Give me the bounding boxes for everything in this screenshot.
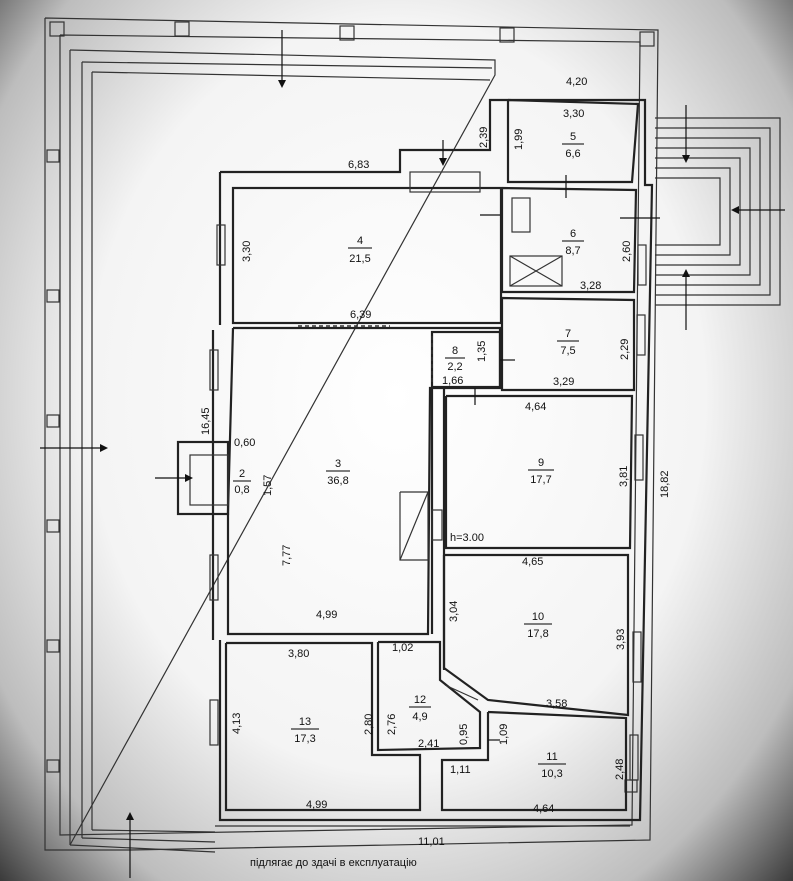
dim-18-82: 18,82 bbox=[659, 470, 671, 498]
dim-4-64-top: 4,64 bbox=[525, 401, 546, 413]
dim-2-41: 2,41 bbox=[418, 738, 439, 750]
room-10-number: 10 bbox=[532, 611, 544, 623]
room-8-number: 8 bbox=[452, 345, 458, 357]
room-3-area: 36,8 bbox=[327, 475, 348, 487]
room-12-number: 12 bbox=[414, 694, 426, 706]
room-13-area: 17,3 bbox=[294, 733, 315, 745]
room-13-number: 13 bbox=[299, 716, 311, 728]
room-labels: 4 21,5 5 6,6 6 8,7 7 7,5 8 2,2 3 36,8 2 … bbox=[233, 131, 584, 780]
windows bbox=[209, 171, 647, 781]
dim-4-64-bottom: 4,64 bbox=[533, 803, 554, 815]
dim-3-29: 3,29 bbox=[553, 376, 574, 388]
dim-16-45: 16,45 bbox=[200, 407, 212, 435]
dim-2-29: 2,29 bbox=[619, 339, 631, 360]
dim-4-20: 4,20 bbox=[566, 76, 587, 88]
dim-1-11: 1,11 bbox=[450, 764, 471, 776]
building-walls bbox=[176, 98, 654, 822]
dim-4-65: 4,65 bbox=[522, 556, 543, 568]
dim-3-58: 3,58 bbox=[546, 698, 567, 710]
room-7-number: 7 bbox=[565, 328, 571, 340]
room-12-area: 4,9 bbox=[412, 711, 427, 723]
room-10-area: 17,8 bbox=[527, 628, 548, 640]
dim-6-39: 6,39 bbox=[350, 309, 371, 321]
dim-7-77: 7,77 bbox=[281, 545, 293, 566]
dim-3-80: 3,80 bbox=[288, 648, 309, 660]
dim-3-93: 3,93 bbox=[615, 629, 627, 650]
caption: підлягає до здачі в експлуатацію bbox=[250, 857, 417, 869]
room-7-area: 7,5 bbox=[560, 345, 575, 357]
room-11-number: 11 bbox=[546, 751, 557, 763]
dim-height: h=3.00 bbox=[450, 532, 484, 544]
dim-1-09: 1,09 bbox=[498, 724, 510, 745]
dim-11-01: 11,01 bbox=[418, 836, 445, 848]
dim-4-99-mid: 4,99 bbox=[316, 609, 337, 621]
dim-1-02: 1,02 bbox=[392, 642, 413, 654]
room-6-area: 8,7 bbox=[565, 245, 580, 257]
dim-4-99-bottom: 4,99 bbox=[306, 799, 327, 811]
dim-6-83: 6,83 bbox=[348, 159, 369, 171]
room-3-number: 3 bbox=[335, 458, 341, 470]
dim-3-04: 3,04 bbox=[448, 601, 460, 622]
room-8-area: 2,2 bbox=[447, 361, 462, 373]
dim-1-66: 1,66 bbox=[442, 375, 463, 387]
dim-3-30-left: 3,30 bbox=[241, 241, 253, 262]
dim-0-60: 0,60 bbox=[234, 437, 255, 449]
room-5-area: 6,6 bbox=[565, 148, 580, 160]
dimension-labels: 4,20 3,30 2,39 1,99 6,83 3,30 2,60 3,28 … bbox=[200, 76, 671, 848]
dim-1-99: 1,99 bbox=[513, 129, 525, 150]
dim-1-57: 1,57 bbox=[262, 475, 274, 496]
entrance-arrows bbox=[40, 30, 785, 878]
fixtures bbox=[399, 197, 563, 701]
dim-2-76: 2,76 bbox=[386, 714, 398, 735]
dim-0-95: 0,95 bbox=[458, 724, 470, 745]
dim-3-81: 3,81 bbox=[618, 466, 630, 487]
room-5-number: 5 bbox=[570, 131, 576, 143]
perimeter-posts bbox=[46, 21, 655, 793]
dim-1-35: 1,35 bbox=[476, 341, 488, 362]
dim-2-80: 2,80 bbox=[363, 714, 375, 735]
room-11-area: 10,3 bbox=[541, 768, 562, 780]
room-6-number: 6 bbox=[570, 228, 576, 240]
dim-2-60: 2,60 bbox=[621, 241, 633, 262]
dim-3-30-top: 3,30 bbox=[563, 108, 584, 120]
dim-4-13: 4,13 bbox=[231, 713, 243, 734]
dim-3-28: 3,28 bbox=[580, 280, 601, 292]
room-9-number: 9 bbox=[538, 457, 544, 469]
room-2-area: 0,8 bbox=[234, 484, 249, 496]
room-9-area: 17,7 bbox=[530, 474, 551, 486]
room-4-area: 21,5 bbox=[349, 253, 370, 265]
dim-2-48: 2,48 bbox=[614, 759, 626, 780]
dim-2-39: 2,39 bbox=[478, 127, 490, 148]
perimeter-lines bbox=[44, 17, 781, 853]
room-2-number: 2 bbox=[239, 468, 245, 480]
room-4-number: 4 bbox=[357, 235, 363, 247]
